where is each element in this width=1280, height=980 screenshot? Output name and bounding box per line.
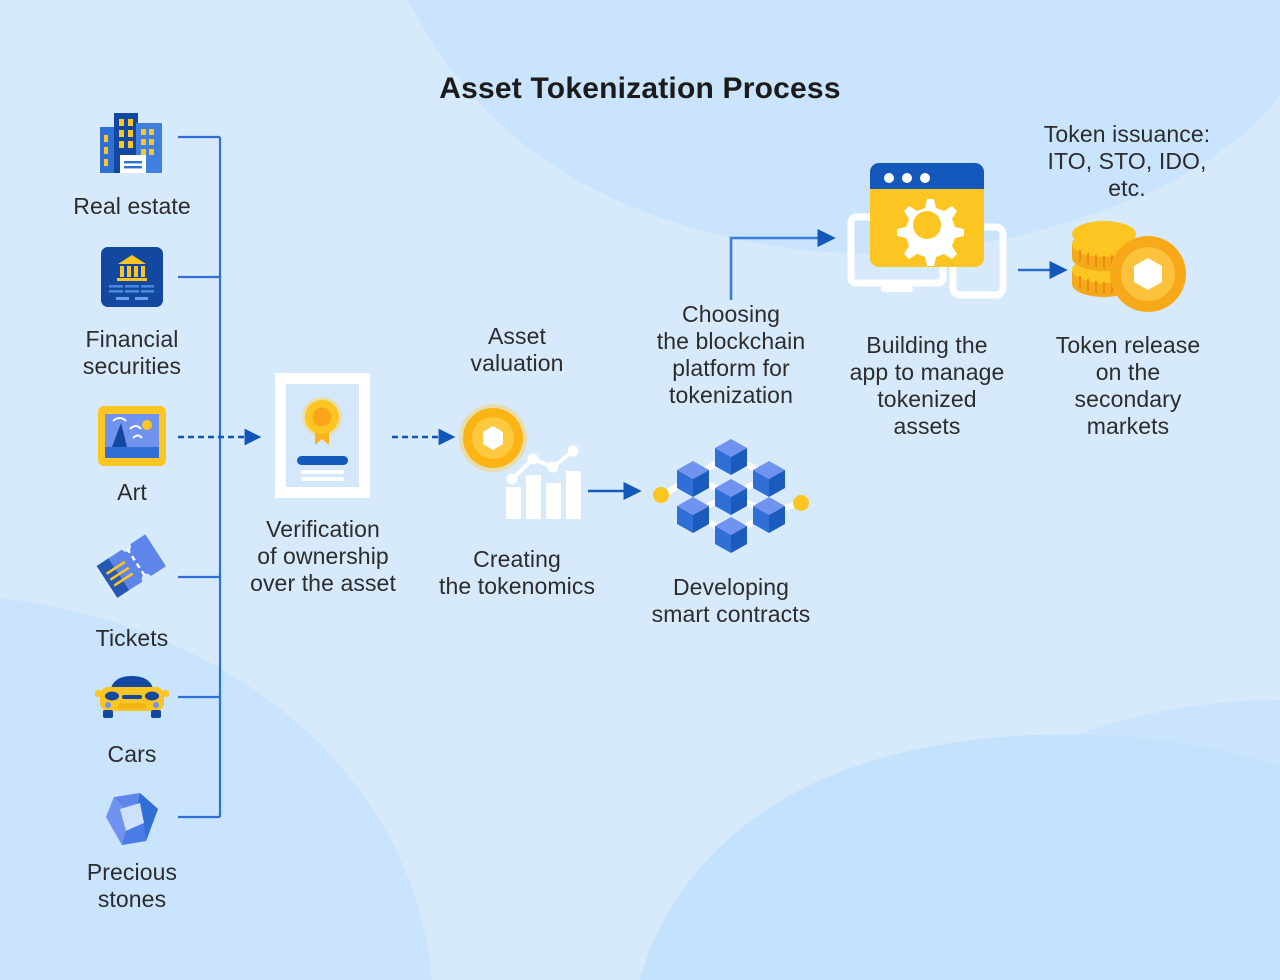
wave-bottom-center [640, 734, 1280, 980]
asset-label-art: Art [117, 479, 147, 505]
bar-chart-icon [500, 443, 588, 521]
bank-document-icon [99, 245, 165, 309]
painting-icon [97, 405, 167, 467]
page-title: Asset Tokenization Process [439, 72, 841, 105]
buildings-icon [92, 105, 172, 175]
arrow-smart-contracts-to-app [729, 228, 836, 300]
gem-icon [100, 789, 168, 851]
wave-top-right [408, 0, 1280, 254]
asset-bus-line [178, 135, 222, 819]
browser-gear-icon [845, 155, 1010, 315]
asset-label-real-estate: Real estate [73, 193, 191, 219]
asset-label-cars: Cars [107, 741, 157, 767]
certificate-icon [275, 373, 370, 498]
token-coin-icon [458, 403, 528, 473]
car-icon [94, 672, 170, 724]
tickets-icon [92, 528, 174, 602]
annotation-token-issuance: Token issuance:ITO, STO, IDO,etc. [1043, 121, 1211, 202]
asset-label-tickets: Tickets [95, 625, 169, 651]
coin-stack-icon [1066, 218, 1190, 322]
blockchain-cubes-icon [645, 425, 817, 565]
